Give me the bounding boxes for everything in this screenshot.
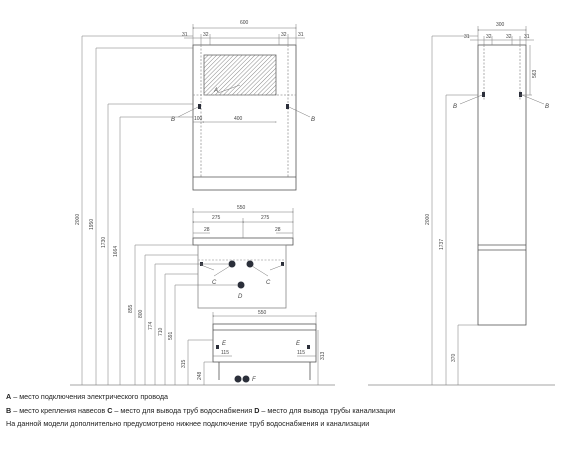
legend-text-c: – место для вывода труб водоснабжения — [112, 406, 255, 415]
mirror-cabinet — [192, 44, 297, 191]
mirror-leaders — [177, 84, 311, 118]
dim-h-1664: 1664 — [113, 246, 119, 257]
dim-h-855: 855 — [128, 304, 134, 313]
dim-mirror-31-left: 31 — [182, 32, 188, 38]
side-cabinet — [477, 44, 527, 326]
label-c-left: C — [212, 280, 217, 286]
vanity-cabinet — [192, 237, 294, 309]
dim-side-300: 300 — [496, 22, 505, 28]
mirror-hinge-marks — [198, 104, 289, 109]
label-a: A — [213, 88, 218, 94]
dim-cabinet-28-right: 28 — [275, 227, 281, 233]
legend-key-c: C — [107, 406, 113, 415]
dim-mirror-100: 100 — [194, 116, 203, 122]
legend-line-1: A – место подключения электрического про… — [6, 392, 168, 401]
dim-side-31-left: 31 — [464, 34, 470, 40]
legend-text-note: На данной модели дополнительно предусмот… — [6, 419, 370, 428]
label-c-right: C — [266, 280, 271, 286]
dim-mirror-31-right: 31 — [298, 32, 304, 38]
vanity-top-dimensions — [192, 208, 294, 238]
height-dimension-lines — [81, 35, 237, 385]
side-hinge-marks — [482, 92, 522, 97]
dim-cabinet-275-left: 275 — [212, 215, 221, 221]
dim-h-315: 315 — [181, 359, 187, 368]
dim-h-2000: 2000 — [75, 214, 81, 225]
legend-line-2: B – место крепления навесов C – место дл… — [6, 406, 395, 415]
dim-cabinet-275-right: 275 — [261, 215, 270, 221]
legend-text-a: – место подключения электрического прово… — [11, 392, 169, 401]
side-leaders — [459, 94, 545, 105]
label-b-side-left: B — [453, 104, 457, 110]
base-outlets — [216, 345, 310, 383]
label-d: D — [238, 294, 243, 300]
vanity-leaders — [200, 264, 284, 277]
legend-text-d: – место для вывода трубы канализации — [259, 406, 396, 415]
mirror-top-dimensions — [184, 24, 305, 123]
pipe-outlets — [200, 260, 284, 289]
dim-side-31-right: 31 — [524, 34, 530, 40]
dim-side-h-2000: 2000 — [425, 214, 431, 225]
dim-h-1950: 1950 — [89, 219, 95, 230]
dim-side-32-left: 32 — [486, 34, 492, 40]
side-height-dimensions — [431, 35, 478, 385]
legend-line-3: На данной модели дополнительно предусмот… — [6, 419, 369, 428]
dim-base-550: 550 — [258, 310, 267, 316]
dim-mirror-32-left: 32 — [203, 32, 209, 38]
base-dimensions — [212, 312, 319, 385]
dim-cabinet-550: 550 — [237, 205, 246, 211]
dim-side-563: 563 — [532, 69, 538, 78]
dim-h-800: 800 — [138, 309, 144, 318]
dim-base-115-right: 115 — [297, 350, 305, 356]
dim-mirror-width: 600 — [240, 20, 249, 26]
legend-key-a: A — [6, 392, 12, 401]
label-e-left: E — [222, 341, 227, 347]
dim-h-248: 248 — [197, 371, 203, 380]
legend-key-b: B — [6, 406, 12, 415]
dim-h-1730: 1730 — [101, 237, 107, 248]
dim-h-774: 774 — [148, 321, 154, 330]
dim-side-h-370: 370 — [451, 353, 457, 362]
dim-base-115-left: 115 — [221, 350, 229, 356]
label-b-side-right: B — [545, 104, 549, 110]
label-f: F — [252, 377, 256, 383]
dim-mirror-32-right: 32 — [281, 32, 287, 38]
legend-text-b: – место крепления навесов — [11, 406, 108, 415]
technical-drawing: 600 31 32 32 31 100 400 A B B 550 275 27… — [70, 20, 555, 386]
label-b-left: B — [171, 117, 175, 123]
legend-key-d: D — [254, 406, 260, 415]
dim-side-h-1737: 1737 — [439, 239, 445, 250]
dim-h-591: 591 — [168, 331, 174, 340]
dim-h-710: 710 — [158, 327, 164, 336]
dim-side-32-right: 32 — [506, 34, 512, 40]
label-e-right: E — [296, 341, 301, 347]
base-unit — [212, 323, 317, 380]
label-b-right: B — [311, 117, 315, 123]
dim-mirror-400: 400 — [234, 116, 243, 122]
dim-cabinet-28-left: 28 — [204, 227, 210, 233]
dim-base-313: 313 — [320, 351, 326, 360]
